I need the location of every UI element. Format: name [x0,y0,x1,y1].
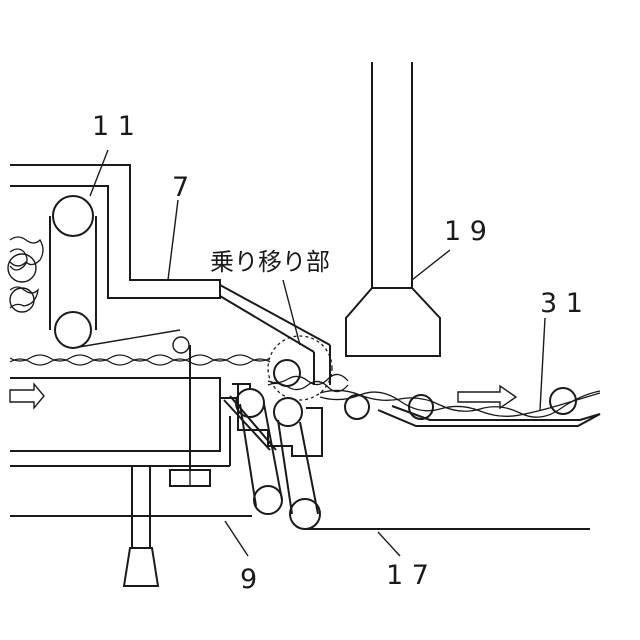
leader-lines [90,150,545,556]
label-31: 3 1 [540,288,583,319]
support-leg [124,466,158,586]
roller-9-a [254,486,282,514]
roller-transfer-mid [236,389,264,417]
label-9: 9 [240,564,257,595]
roller-11-lower [55,312,91,348]
label-11: 1 1 [92,111,135,142]
label-19: 1 9 [444,216,487,247]
lower-frame [10,345,250,486]
material-coil [8,237,43,312]
guide-block [224,384,322,456]
label-7: 7 [172,172,189,203]
label-17: 1 7 [386,560,429,591]
material-web [10,355,270,365]
flow-arrow-left [10,384,44,408]
hopper-19 [346,62,440,356]
label-transfer: 乗り移り部 [210,248,330,276]
small-pulley [173,337,189,353]
conveyor-31 [320,386,600,426]
roller-11-upper [53,196,93,236]
